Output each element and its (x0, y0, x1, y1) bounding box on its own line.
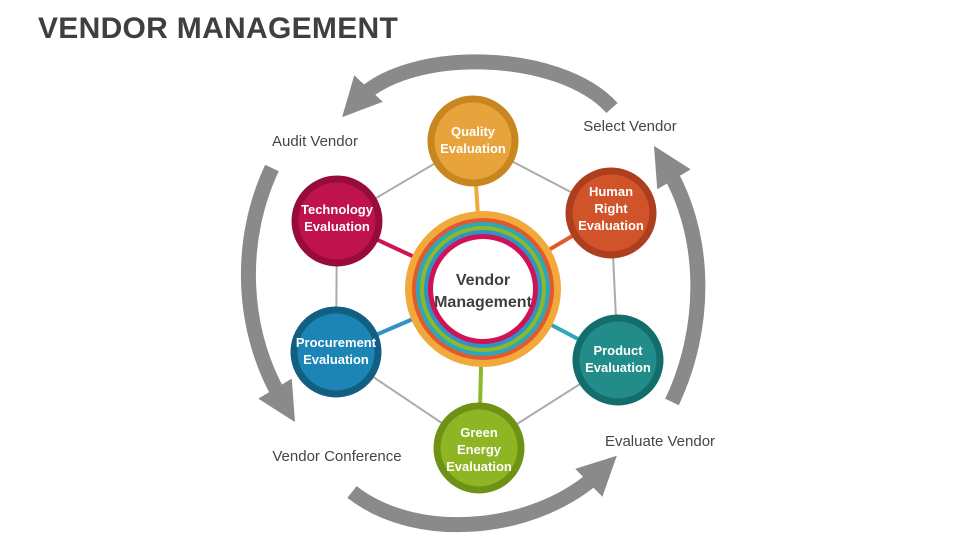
node-label-human-right-line3: Evaluation (578, 218, 644, 233)
node-label-procurement-line2: Evaluation (303, 352, 369, 367)
node-quality-evaluation: Quality Evaluation (427, 95, 519, 187)
cycle-arrow-bottom (347, 455, 617, 533)
hub-label-line1: Vendor (456, 272, 510, 289)
node-label-human-right-line1: Human (589, 184, 633, 199)
cycle-arrow-top (342, 54, 618, 118)
node-green-energy-evaluation: Green Energy Evaluation (433, 402, 525, 494)
node-label-product-line1: Product (593, 343, 643, 358)
node-procurement-evaluation: Procurement Evaluation (290, 306, 382, 398)
cycle-arrows (240, 54, 706, 533)
node-label-green-energy-line1: Green (460, 425, 498, 440)
node-label-procurement-line1: Procurement (296, 335, 377, 350)
node-circle-procurement (290, 306, 382, 398)
node-circle-green-energy (433, 402, 525, 494)
node-label-human-right-line2: Right (594, 201, 628, 216)
node-circle-technology (291, 175, 383, 267)
node-label-quality-line1: Quality (451, 124, 496, 139)
node-circle-quality (427, 95, 519, 187)
hub-inner-circle (433, 239, 533, 339)
cycle-arrow-right (654, 145, 706, 406)
outer-label-vendor-conference: Vendor Conference (272, 448, 401, 465)
page-title: VENDOR MANAGEMENT (38, 12, 399, 45)
node-product-evaluation: Product Evaluation (572, 314, 664, 406)
node-label-green-energy-line3: Evaluation (446, 459, 512, 474)
outer-label-audit-vendor: Audit Vendor (272, 133, 358, 150)
node-label-green-energy-line2: Energy (457, 442, 502, 457)
node-label-quality-line2: Evaluation (440, 141, 506, 156)
node-label-technology-line1: Technology (301, 202, 374, 217)
hub-label-line2: Management (434, 294, 532, 311)
node-circle-human-right (565, 167, 657, 259)
node-label-technology-line2: Evaluation (304, 219, 370, 234)
outer-labels: Audit Vendor Select Vendor Vendor Confer… (272, 118, 715, 465)
outer-label-select-vendor: Select Vendor (583, 118, 676, 135)
hub: Vendor Management (405, 211, 561, 367)
outer-label-evaluate-vendor: Evaluate Vendor (605, 433, 715, 450)
cycle-arrow-left (240, 164, 295, 423)
node-human-right-evaluation: Human Right Evaluation (565, 167, 657, 259)
node-technology-evaluation: Technology Evaluation (291, 175, 383, 267)
node-label-product-line2: Evaluation (585, 360, 651, 375)
node-circle-product (572, 314, 664, 406)
